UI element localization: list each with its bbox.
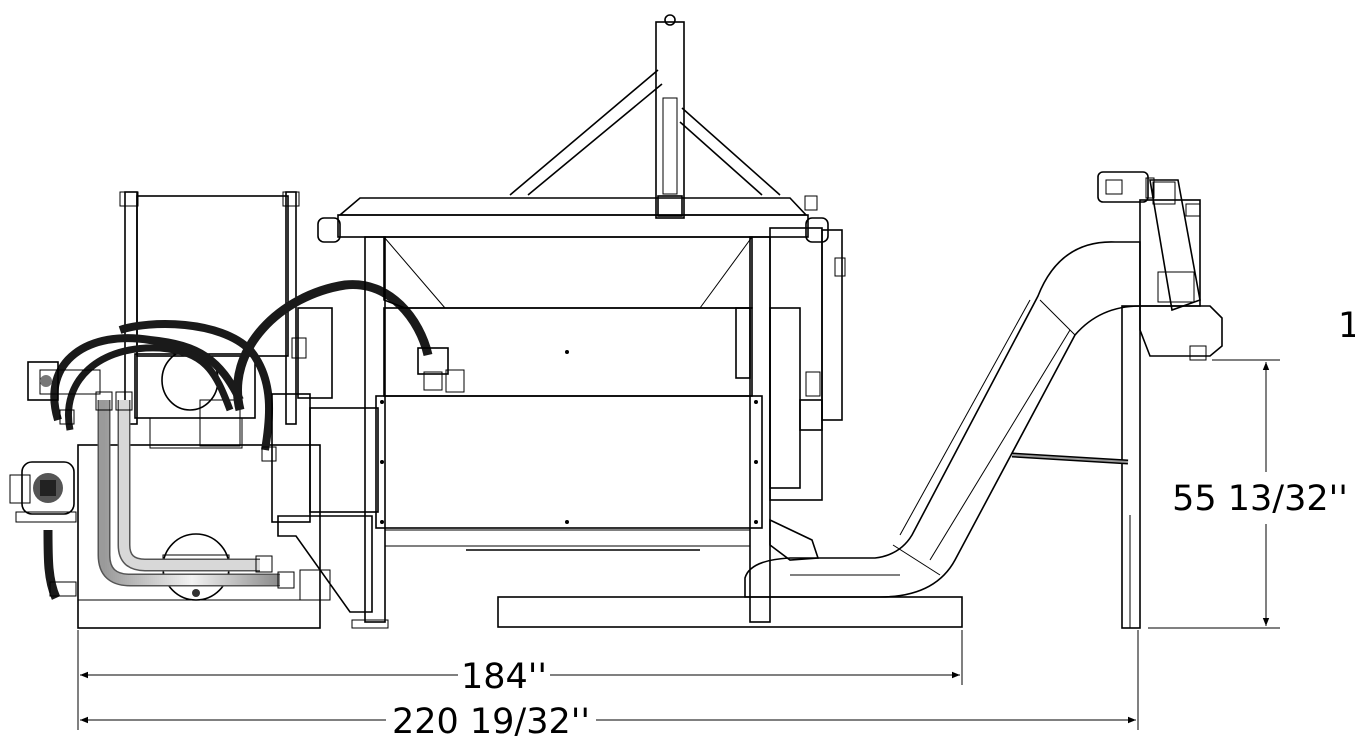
dimension-length-overall: 220 19/32'': [392, 702, 590, 741]
dimension-height-discharge: 55 13/32'': [1172, 479, 1348, 519]
lift-mast: [655, 21, 685, 219]
hydraulic-power-unit: [9, 191, 433, 629]
chip-conveyor: [744, 171, 1223, 629]
main-bin-assembly: [317, 14, 963, 629]
base-skid: [497, 596, 963, 628]
side-panel: [375, 395, 763, 529]
belt-guard: [1149, 179, 1201, 312]
dimension-lines: 184'' 220 19/32'' 55 13/32'' 1: [77, 306, 1355, 741]
control-box: [769, 227, 823, 501]
conveyor-body: [744, 241, 1141, 598]
dimension-cut-off-label: 1: [1338, 306, 1355, 346]
conveyor-motor: [1097, 171, 1149, 203]
dimension-length-inner: 184'': [461, 657, 547, 697]
bin-top-rim: [337, 214, 809, 238]
